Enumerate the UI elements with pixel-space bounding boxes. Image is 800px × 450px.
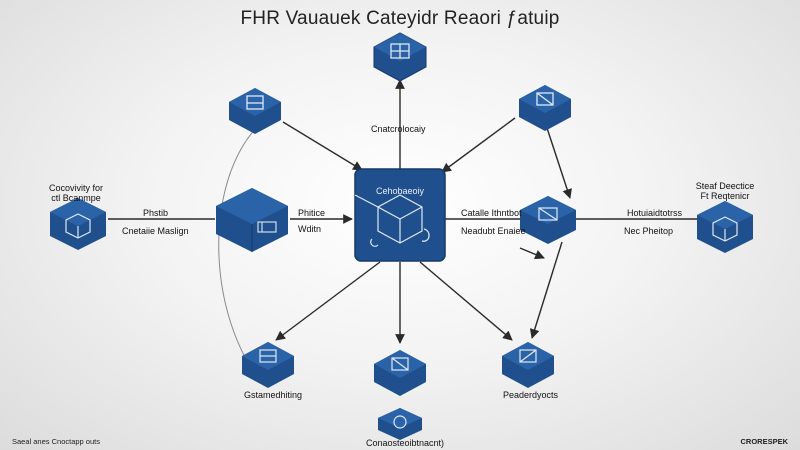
node-bottom-small[interactable] [378, 408, 422, 440]
label-hub-left-top: Phitice [298, 208, 326, 218]
label-top-node: Cnatcrolocaiy [371, 124, 426, 134]
label-hub-left-bottom: Wditn [298, 224, 322, 234]
label-far-right-1: Steaf Deectice [695, 181, 755, 191]
server-icon [257, 221, 277, 233]
box-icon [712, 216, 738, 242]
left-arc [218, 121, 263, 379]
footer-right: CRORESPEK [740, 437, 788, 446]
node-left-cube[interactable] [216, 188, 288, 252]
node-far-left[interactable] [50, 198, 106, 250]
node-top-right[interactable] [519, 85, 571, 131]
hub-cube-icon [354, 194, 430, 247]
network-icon [259, 349, 277, 363]
label-right-edge-top: Catalle Ithntbot [461, 208, 522, 218]
chip-icon [538, 207, 558, 221]
label-bottom-right: Peaderdyocts [503, 390, 559, 400]
grid-icon [246, 95, 264, 110]
node-top-left[interactable] [229, 88, 281, 134]
node-top[interactable] [373, 32, 427, 82]
label-bottom-center: Conaosteoibtnacnt) [366, 438, 445, 448]
label-hub-caption: Cehobaeoiy [376, 186, 425, 196]
box-icon [65, 213, 91, 239]
node-bottom-right[interactable] [502, 342, 554, 388]
node-right[interactable] [520, 196, 576, 244]
link-icon [391, 357, 409, 371]
label-left-edge-bottom: Cnetaiie Maslign [122, 226, 189, 236]
footer-left: Saeal anes Cnoctapp outs [12, 437, 100, 446]
circuit-icon [536, 92, 554, 106]
node-far-right[interactable] [697, 201, 753, 253]
label-bottom-left: Gstamedhiting [244, 390, 303, 400]
node-icon [393, 415, 407, 429]
cube-network-icon [390, 43, 410, 59]
label-far-right-2: Ft Reqtenicr [700, 191, 750, 201]
label-far-left-1: Cocovivity for [48, 183, 103, 193]
label-left-edge-top: Phstib [143, 208, 169, 218]
label-far-left-2: ctl Bcanmpe [51, 193, 101, 203]
label-right-edge-bottom: Neadubt Enaiee [461, 226, 526, 236]
node-bottom-center[interactable] [374, 350, 426, 396]
graph-icon [519, 349, 537, 363]
label-far-right-edge-top: Hotuiaidtotrss [627, 208, 683, 218]
node-bottom-left[interactable] [242, 342, 294, 388]
label-far-right-edge-bottom: Nec Pheitop [624, 226, 674, 236]
diagram-title: FHR Vauauek Cateyidr Reaori ƒatuip [240, 8, 560, 29]
node-central-hub[interactable] [354, 168, 446, 262]
connector-lines [108, 79, 700, 344]
